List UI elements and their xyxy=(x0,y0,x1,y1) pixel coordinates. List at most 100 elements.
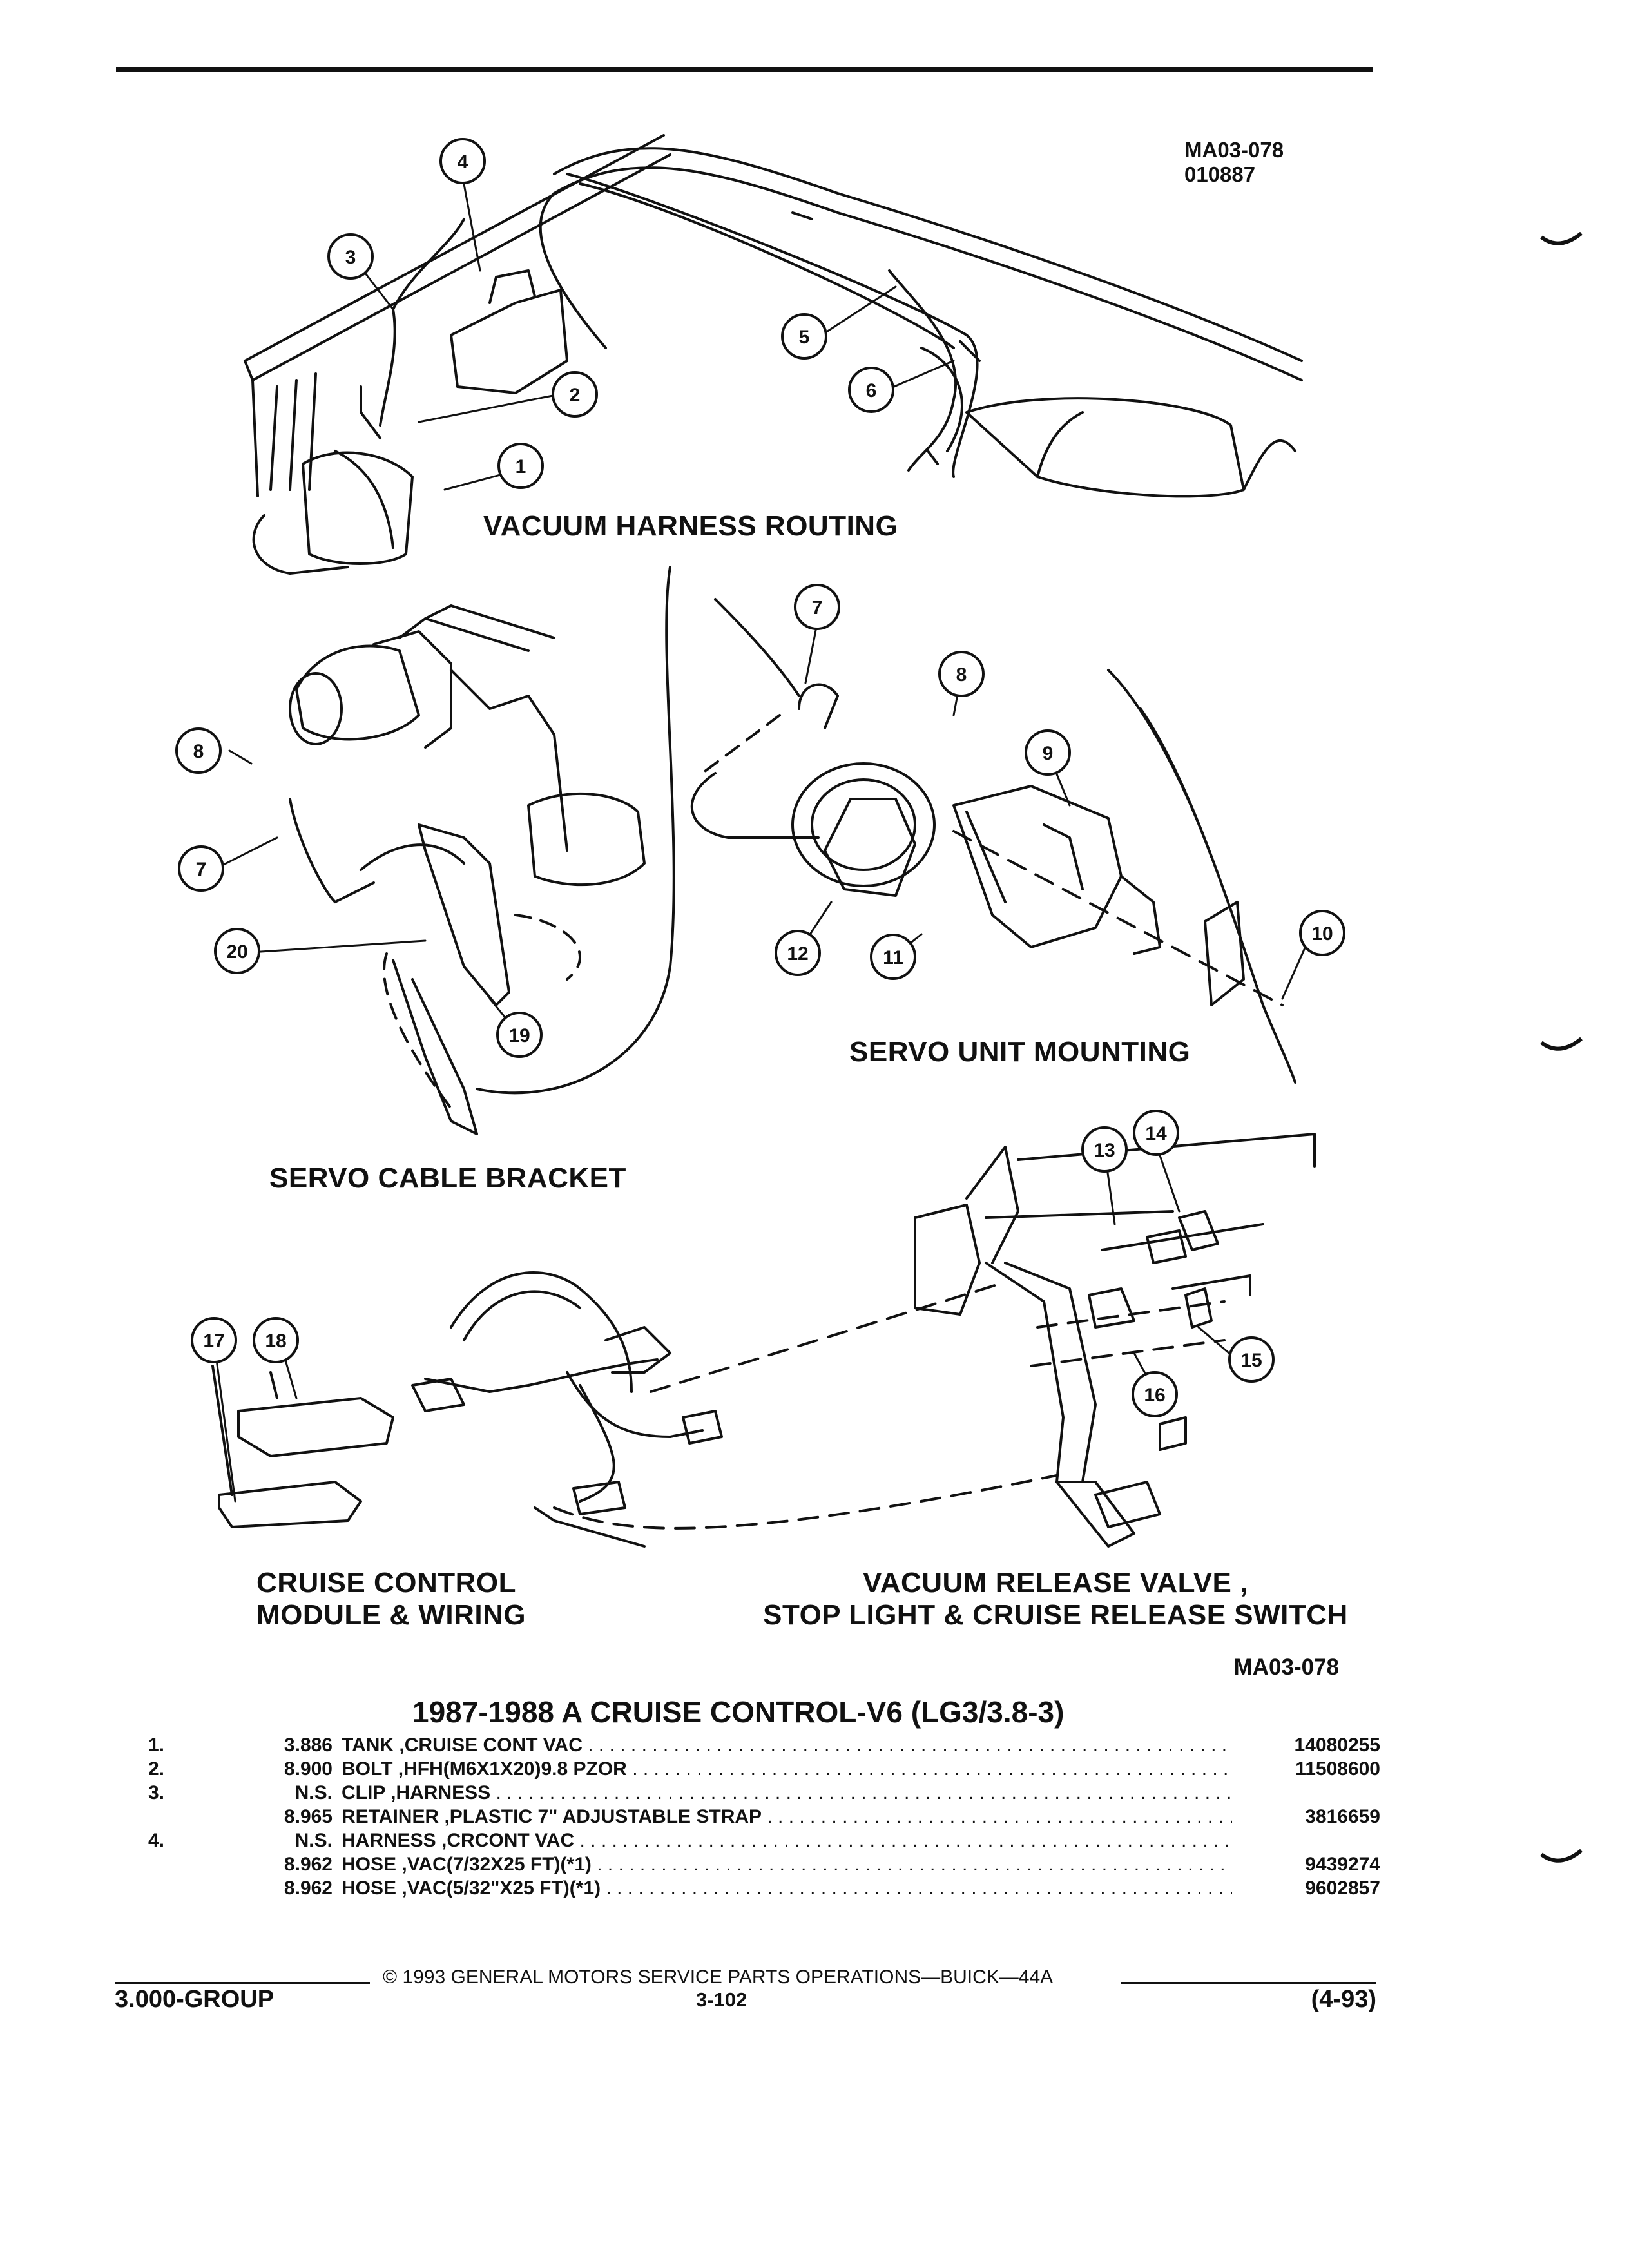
servo-unit-mounting-illustration xyxy=(690,598,1296,1084)
callout-14: 14 xyxy=(1133,1110,1179,1156)
binder-mark-icon xyxy=(1540,232,1583,245)
svg-text:15: 15 xyxy=(1240,1350,1262,1371)
callout-15: 15 xyxy=(1228,1336,1275,1383)
callout-18: 18 xyxy=(253,1317,299,1363)
parts-row: 8.965 RETAINER ,PLASTIC 7" ADJUSTABLE ST… xyxy=(148,1805,1380,1829)
svg-text:6: 6 xyxy=(866,380,877,401)
svg-text:7: 7 xyxy=(196,859,207,880)
svg-text:9: 9 xyxy=(1043,743,1054,764)
leader-lines xyxy=(213,176,1309,1503)
svg-text:8: 8 xyxy=(193,741,204,762)
svg-text:3: 3 xyxy=(345,247,356,268)
caption-release-valve: VACUUM RELEASE VALVE ,STOP LIGHT & CRUIS… xyxy=(763,1567,1348,1631)
svg-text:8: 8 xyxy=(956,664,967,686)
svg-text:17: 17 xyxy=(203,1331,224,1352)
parts-row: 3. N.S. CLIP ,HARNESS xyxy=(148,1781,1380,1805)
parts-row: 4. N.S. HARNESS ,CRCONT VAC xyxy=(148,1829,1380,1852)
callout-20: 20 xyxy=(214,928,260,974)
part-number: 11508600 xyxy=(1295,1758,1380,1780)
callout-3: 3 xyxy=(327,233,374,280)
footer-rule-left xyxy=(115,1982,370,1984)
item-code: 8.962 xyxy=(284,1854,333,1875)
item-code: 3.886 xyxy=(284,1735,333,1756)
callout-13: 13 xyxy=(1081,1126,1128,1173)
binder-mark-icon xyxy=(1540,1849,1583,1863)
part-number: 3816659 xyxy=(1305,1806,1380,1827)
figure-reference: MA03-078 xyxy=(1233,1655,1339,1680)
vacuum-harness-illustration xyxy=(244,134,1303,575)
item-description: HOSE ,VAC(5/32"X25 FT)(*1) xyxy=(342,1876,1232,1900)
item-number: 2. xyxy=(148,1758,165,1780)
callout-2: 2 xyxy=(552,371,598,418)
callout-8-right: 8 xyxy=(938,651,985,697)
item-code: N.S. xyxy=(294,1782,333,1803)
svg-text:20: 20 xyxy=(226,941,247,963)
callout-7-upper: 7 xyxy=(794,584,840,630)
item-description: RETAINER ,PLASTIC 7" ADJUSTABLE STRAP xyxy=(342,1805,1232,1829)
item-description: HARNESS ,CRCONT VAC xyxy=(342,1829,1232,1852)
parts-row: 8.962 HOSE ,VAC(5/32"X25 FT)(*1) 9602857 xyxy=(148,1876,1380,1900)
parts-list: 1. 3.886 TANK ,CRUISE CONT VAC 14080255 … xyxy=(148,1733,1380,1900)
item-code: N.S. xyxy=(294,1830,333,1851)
svg-text:10: 10 xyxy=(1311,923,1333,945)
svg-text:16: 16 xyxy=(1144,1385,1165,1406)
binder-mark-icon xyxy=(1540,1037,1583,1051)
group-label: 3.000-GROUP xyxy=(115,1986,275,2013)
exploded-diagram: 1 2 3 4 5 6 7 7 8 8 9 10 11 12 13 14 15 … xyxy=(175,134,1345,1548)
caption-vacuum-harness: VACUUM HARNESS ROUTING xyxy=(483,510,898,542)
svg-text:2: 2 xyxy=(570,385,581,406)
svg-text:12: 12 xyxy=(787,943,808,965)
svg-text:4: 4 xyxy=(458,151,468,173)
svg-text:5: 5 xyxy=(799,327,810,348)
footer-rule-right xyxy=(1121,1982,1376,1984)
callout-4: 4 xyxy=(439,138,486,184)
item-number: 3. xyxy=(148,1782,165,1803)
callout-16: 16 xyxy=(1132,1371,1178,1418)
caption-servo-unit-mounting: SERVO UNIT MOUNTING xyxy=(849,1036,1191,1068)
item-description: TANK ,CRUISE CONT VAC xyxy=(342,1733,1232,1757)
item-number: 4. xyxy=(148,1830,165,1851)
svg-text:1: 1 xyxy=(516,456,526,477)
callout-1: 1 xyxy=(497,443,544,489)
callout-markers: 1 2 3 4 5 6 7 7 8 8 9 10 11 12 13 14 15 … xyxy=(175,138,1345,1418)
parts-row: 2. 8.900 BOLT ,HFH(M6X1X20)9.8 PZOR 1150… xyxy=(148,1757,1380,1781)
callout-5: 5 xyxy=(781,313,827,360)
item-code: 8.900 xyxy=(284,1758,333,1780)
parts-row: 8.962 HOSE ,VAC(7/32X25 FT)(*1) 9439274 xyxy=(148,1852,1380,1876)
item-description: BOLT ,HFH(M6X1X20)9.8 PZOR xyxy=(342,1757,1232,1781)
item-code: 8.965 xyxy=(284,1806,333,1827)
item-code: 8.962 xyxy=(284,1878,333,1899)
item-description: HOSE ,VAC(7/32X25 FT)(*1) xyxy=(342,1852,1232,1876)
cruise-module-illustration xyxy=(211,1271,723,1528)
callout-12: 12 xyxy=(775,930,821,976)
parts-row: 1. 3.886 TANK ,CRUISE CONT VAC 14080255 xyxy=(148,1733,1380,1757)
item-number: 1. xyxy=(148,1735,165,1756)
callout-9: 9 xyxy=(1025,729,1071,776)
callout-8-left: 8 xyxy=(175,727,222,774)
svg-text:19: 19 xyxy=(508,1025,530,1046)
brake-pedal-illustration xyxy=(534,1133,1316,1548)
callout-10: 10 xyxy=(1299,910,1345,956)
part-number: 9439274 xyxy=(1305,1854,1380,1875)
callout-7-lower: 7 xyxy=(178,845,224,892)
part-number: 14080255 xyxy=(1294,1735,1380,1756)
svg-text:18: 18 xyxy=(265,1331,286,1352)
page-number: 3-102 xyxy=(696,1988,747,2011)
revision-date: (4-93) xyxy=(1311,1986,1376,2013)
header-rule xyxy=(116,67,1373,72)
callout-17: 17 xyxy=(191,1317,237,1363)
section-title: 1987-1988 A CRUISE CONTROL-V6 (LG3/3.8-3… xyxy=(412,1695,1065,1729)
svg-text:14: 14 xyxy=(1145,1123,1167,1144)
svg-text:11: 11 xyxy=(883,947,903,968)
callout-6: 6 xyxy=(848,367,894,413)
svg-text:7: 7 xyxy=(812,597,823,619)
part-number: 9602857 xyxy=(1305,1878,1380,1899)
caption-servo-cable-bracket: SERVO CABLE BRACKET xyxy=(269,1162,626,1194)
copyright-notice: © 1993 GENERAL MOTORS SERVICE PARTS OPER… xyxy=(383,1966,1054,1988)
callout-11: 11 xyxy=(870,934,916,980)
item-description: CLIP ,HARNESS xyxy=(342,1781,1232,1805)
callout-19: 19 xyxy=(496,1012,543,1058)
svg-text:13: 13 xyxy=(1094,1140,1115,1161)
